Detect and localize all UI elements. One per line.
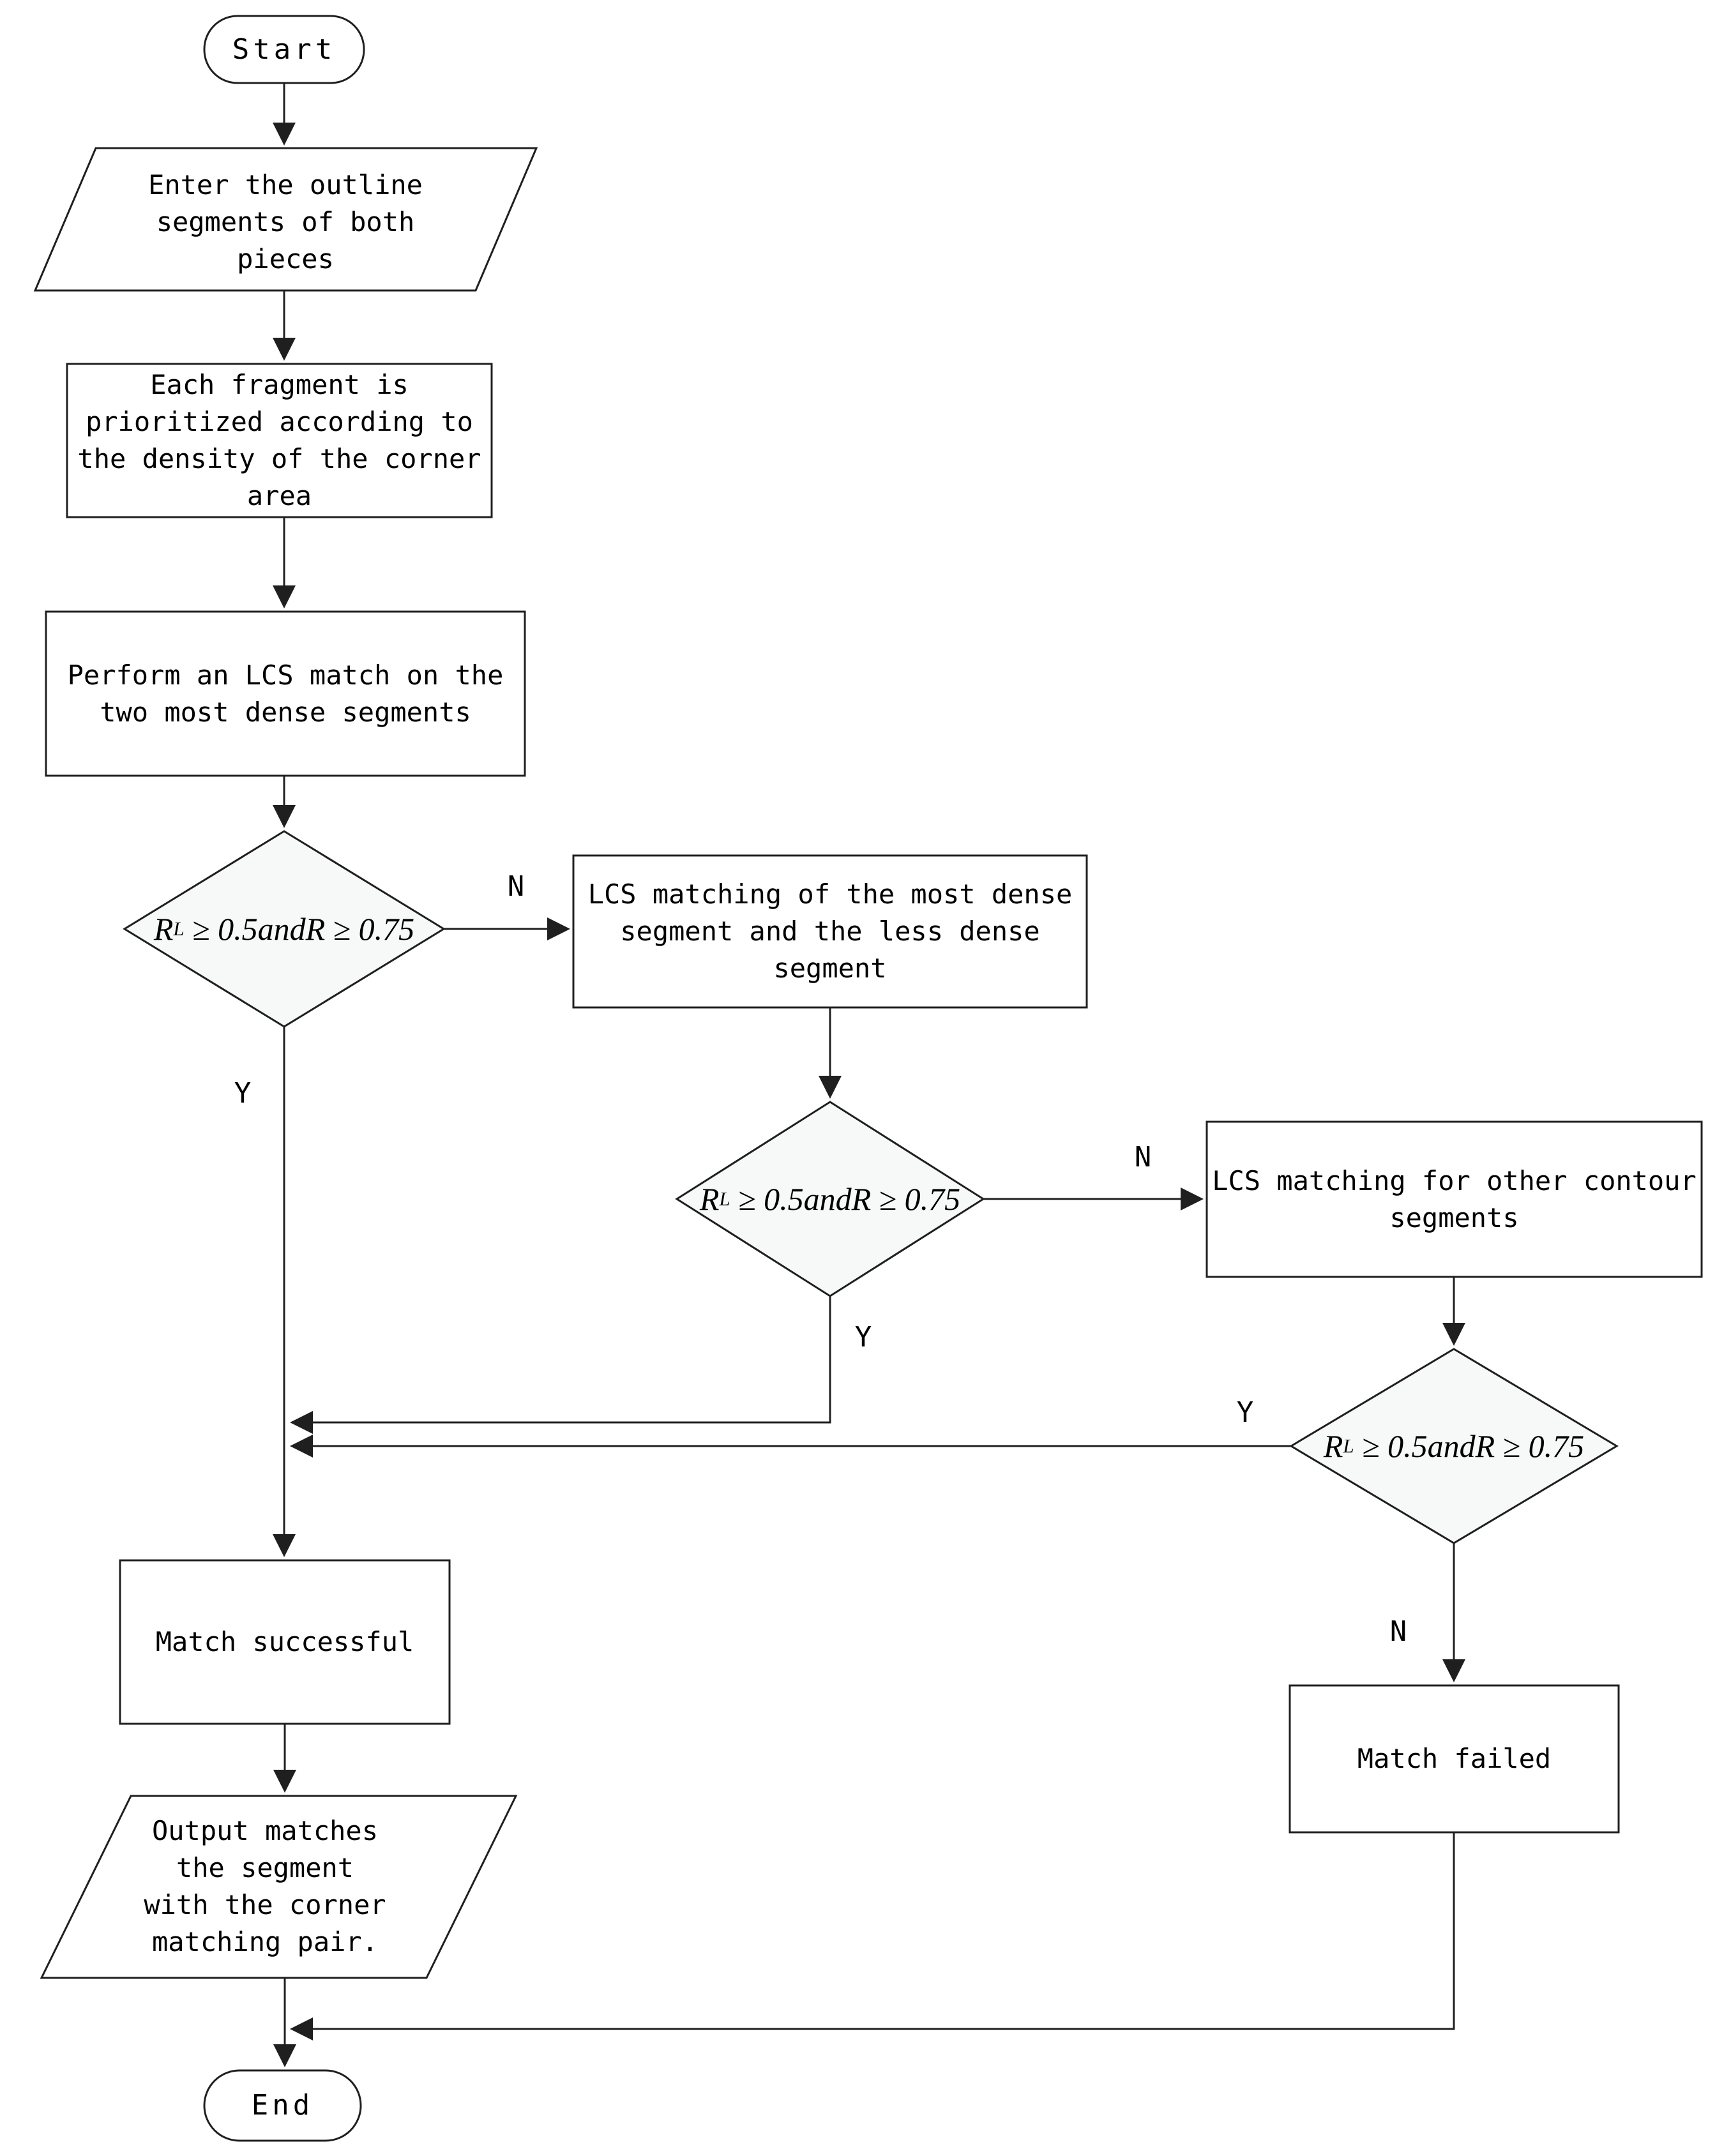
lcs-less-dense-line: LCS matching of the most dense <box>587 878 1073 910</box>
input-line: Enter the outline <box>148 169 423 200</box>
match-successful-label: Match successful <box>155 1626 414 1657</box>
lcs-two-dense-node-shape <box>45 610 526 777</box>
decision3-diamond-shape <box>1289 1348 1619 1544</box>
prioritize-line: prioritized according to <box>86 406 473 437</box>
decision2-yes-label: Y <box>854 1320 872 1353</box>
decision3-no-label: N <box>1389 1615 1407 1648</box>
decision2-diamond-shape <box>675 1101 985 1297</box>
prioritize-line: area <box>246 480 312 511</box>
prioritize-node: Each fragment is prioritized according t… <box>67 364 492 517</box>
match-failed-label: Match failed <box>1357 1743 1552 1774</box>
prioritize-node-shape <box>66 363 493 518</box>
decision1-formula-sub: L <box>173 917 185 940</box>
output-node: Output matches the segment with the corn… <box>73 1800 457 1973</box>
lcs-two-dense-line: two most dense segments <box>100 696 471 728</box>
match-failed-node-shape <box>1289 1684 1620 1834</box>
prioritize-line: the density of the corner <box>77 443 481 474</box>
output-line: Output matches <box>151 1815 378 1846</box>
lcs-less-dense-node: LCS matching of the most dense segment a… <box>573 856 1087 1007</box>
edge-decision2-yes <box>290 1296 831 1434</box>
start-node-shape <box>203 15 365 84</box>
decision1-diamond-shape <box>123 830 446 1028</box>
decision1-no-label: N <box>507 870 525 903</box>
input-line: pieces <box>237 243 334 275</box>
input-node-shape <box>33 147 538 292</box>
lcs-other-line: LCS matching for other contour <box>1212 1165 1697 1196</box>
start-label: Start <box>232 33 336 66</box>
output-line: with the corner <box>144 1889 386 1920</box>
lcs-other-line: segments <box>1389 1202 1519 1233</box>
start-node: Start <box>204 16 364 83</box>
output-line: the segment <box>176 1852 354 1883</box>
lcs-other-node-shape <box>1206 1120 1703 1278</box>
match-successful-node-shape <box>119 1559 451 1725</box>
input-line: segments of both <box>156 206 415 237</box>
end-node: End <box>204 2070 361 2141</box>
lcs-two-dense-line: Perform an LCS match on the <box>67 659 504 691</box>
decision2-formula-sub: L <box>719 1187 730 1210</box>
output-line: matching pair. <box>151 1926 378 1957</box>
end-label: End <box>251 2089 314 2122</box>
decision1-yes-label: Y <box>234 1076 252 1110</box>
output-node-shape <box>40 1795 518 1979</box>
lcs-less-dense-line: segment and the less dense <box>620 916 1040 947</box>
lcs-less-dense-node-shape <box>572 854 1088 1009</box>
decision3-formula-base: R <box>1323 1428 1343 1464</box>
decision3-formula-sub: L <box>1343 1435 1354 1457</box>
decision2-formula-base: R <box>699 1181 720 1217</box>
input-node: Enter the outline segments of both piece… <box>62 160 509 284</box>
decision2-formula-rest: ≥ 0.5andR ≥ 0.75 <box>730 1181 961 1217</box>
decision2-no-label: N <box>1134 1140 1152 1173</box>
decision1-formula-rest: ≥ 0.5andR ≥ 0.75 <box>184 911 415 947</box>
decision1-formula-base: R <box>153 911 174 947</box>
decision3-yes-label: Y <box>1236 1396 1254 1429</box>
prioritize-line: Each fragment is <box>150 369 409 400</box>
lcs-less-dense-line: segment <box>773 953 887 984</box>
match-failed-node: Match failed <box>1290 1685 1619 1832</box>
lcs-other-node: LCS matching for other contour segments <box>1207 1122 1702 1277</box>
edge-failed-to-end-merge <box>290 1832 1455 2040</box>
decision3-formula-rest: ≥ 0.5andR ≥ 0.75 <box>1354 1428 1585 1464</box>
end-node-shape <box>203 2069 362 2142</box>
match-successful-node: Match successful <box>120 1560 450 1724</box>
lcs-two-dense-node: Perform an LCS match on the two most den… <box>46 612 525 776</box>
